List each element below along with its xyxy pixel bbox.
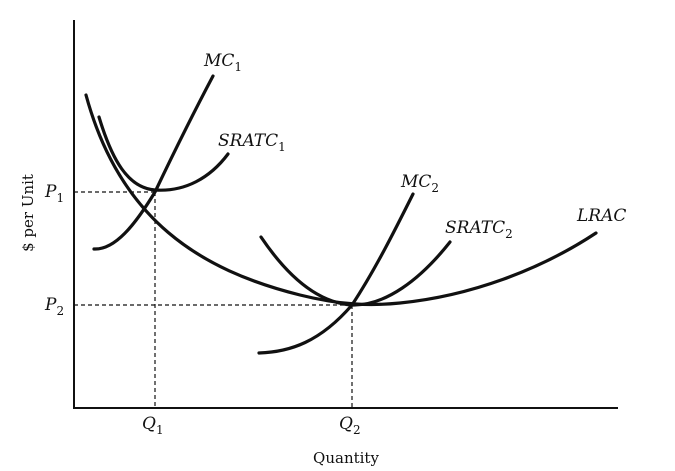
q2-label: Q2	[339, 414, 361, 437]
mc1-label: MC1	[203, 51, 242, 74]
p2-label: P2	[44, 295, 64, 318]
mc1-curve	[92, 74, 215, 251]
lrac-label: LRAC	[576, 206, 626, 226]
sratc1-label: SRATC1	[218, 131, 286, 154]
mc2-label: MC2	[400, 172, 439, 195]
x-axis-title: Quantity	[313, 449, 379, 467]
q1-label: Q1	[142, 414, 164, 437]
sratc1-curve	[97, 115, 230, 192]
sratc2-label: SRATC2	[445, 218, 513, 241]
lrac-curve	[84, 93, 598, 307]
sratc2-curve	[259, 235, 452, 307]
y-axis-title: $ per Unit	[19, 174, 37, 252]
p1-label: P1	[44, 182, 64, 205]
mc2-curve	[257, 192, 415, 355]
